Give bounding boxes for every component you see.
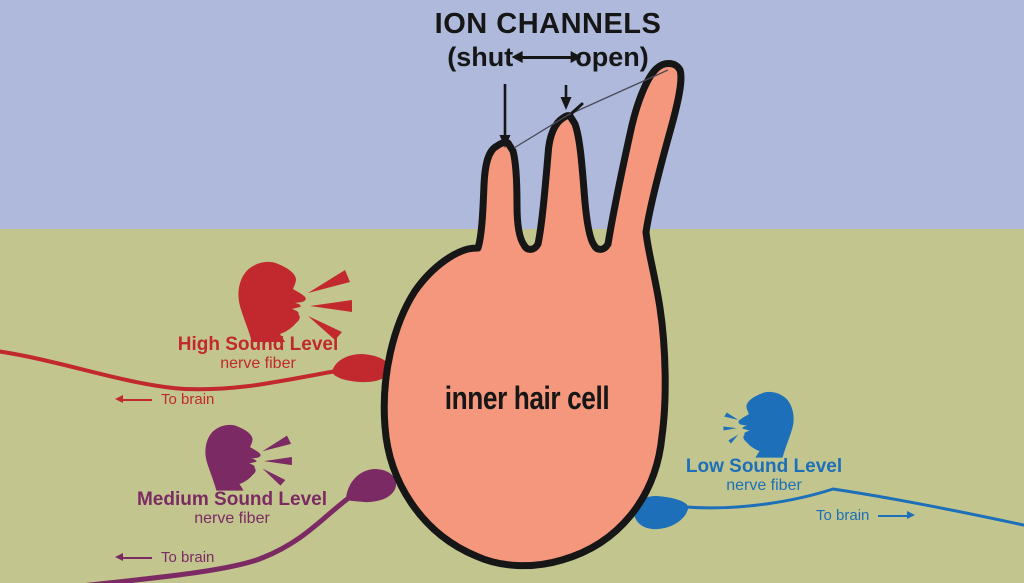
- channel-pointer-arrows: [499, 84, 572, 148]
- sound-wave-icon: [728, 434, 739, 444]
- low-label-block: Low Sound Level nerve fiber: [686, 456, 842, 495]
- high-sound-level-label: High Sound Level: [177, 334, 339, 355]
- inner-hair-cell-label: inner hair cell: [444, 380, 610, 416]
- sound-wave-icon: [308, 316, 342, 340]
- medium-to-brain-row: To brain: [115, 549, 215, 566]
- title-line2: (shut open): [435, 42, 662, 72]
- sound-wave-icon: [262, 435, 292, 452]
- inner-hair-cell-shape: [380, 60, 685, 570]
- medium-talking-head-icon: [205, 424, 292, 491]
- high-label-block: High Sound Level nerve fiber: [178, 334, 338, 373]
- high-fiber-group: [0, 261, 390, 392]
- low-talking-head-icon: [723, 391, 794, 458]
- sound-wave-icon: [262, 468, 286, 486]
- low-fiber-bouton: [633, 496, 689, 530]
- title-line1: ION CHANNELS: [434, 8, 662, 40]
- low-nerve-fiber-label: nerve fiber: [726, 477, 802, 495]
- low-to-brain-label: To brain: [816, 507, 870, 524]
- open-channel-arrowhead-icon: [560, 97, 572, 110]
- medium-fiber-group: [85, 424, 397, 583]
- title-block: ION CHANNELS (shut open): [435, 8, 662, 73]
- medium-label-block: Medium Sound Level nerve fiber: [137, 489, 327, 528]
- medium-fiber-bouton: [346, 469, 397, 503]
- high-nerve-fiber-label: nerve fiber: [220, 355, 296, 373]
- low-to-brain-row: To brain: [816, 507, 916, 524]
- shut-open-double-arrow-icon: [511, 51, 582, 64]
- high-fiber-bouton: [332, 354, 390, 383]
- sound-wave-icon: [308, 270, 350, 293]
- sound-wave-icon: [723, 426, 737, 431]
- sound-wave-icon: [264, 456, 292, 466]
- low-nerve-fiber-path: [684, 487, 1024, 527]
- sound-wave-icon: [724, 412, 739, 420]
- left-arrow-icon: [115, 553, 152, 561]
- title-shut-label: (shut: [447, 42, 514, 73]
- high-talking-head-icon: [238, 261, 352, 342]
- low-fiber-group: [633, 391, 1024, 530]
- high-nerve-fiber-path: [0, 349, 338, 392]
- title-open-label: open): [575, 42, 649, 73]
- medium-sound-level-label: Medium Sound Level: [136, 489, 328, 510]
- medium-nerve-fiber-label: nerve fiber: [194, 510, 270, 528]
- left-arrow-icon: [115, 395, 152, 403]
- sound-wave-icon: [310, 300, 352, 312]
- high-to-brain-row: To brain: [115, 391, 215, 408]
- tip-link-line: [513, 69, 669, 149]
- open-channel-flap: [570, 102, 584, 115]
- medium-nerve-fiber-path: [85, 494, 353, 583]
- shut-channel-arrowhead-icon: [499, 135, 511, 148]
- right-arrow-icon: [878, 511, 916, 519]
- medium-to-brain-label: To brain: [161, 549, 215, 566]
- low-sound-level-label: Low Sound Level: [685, 456, 843, 477]
- high-to-brain-label: To brain: [161, 391, 215, 408]
